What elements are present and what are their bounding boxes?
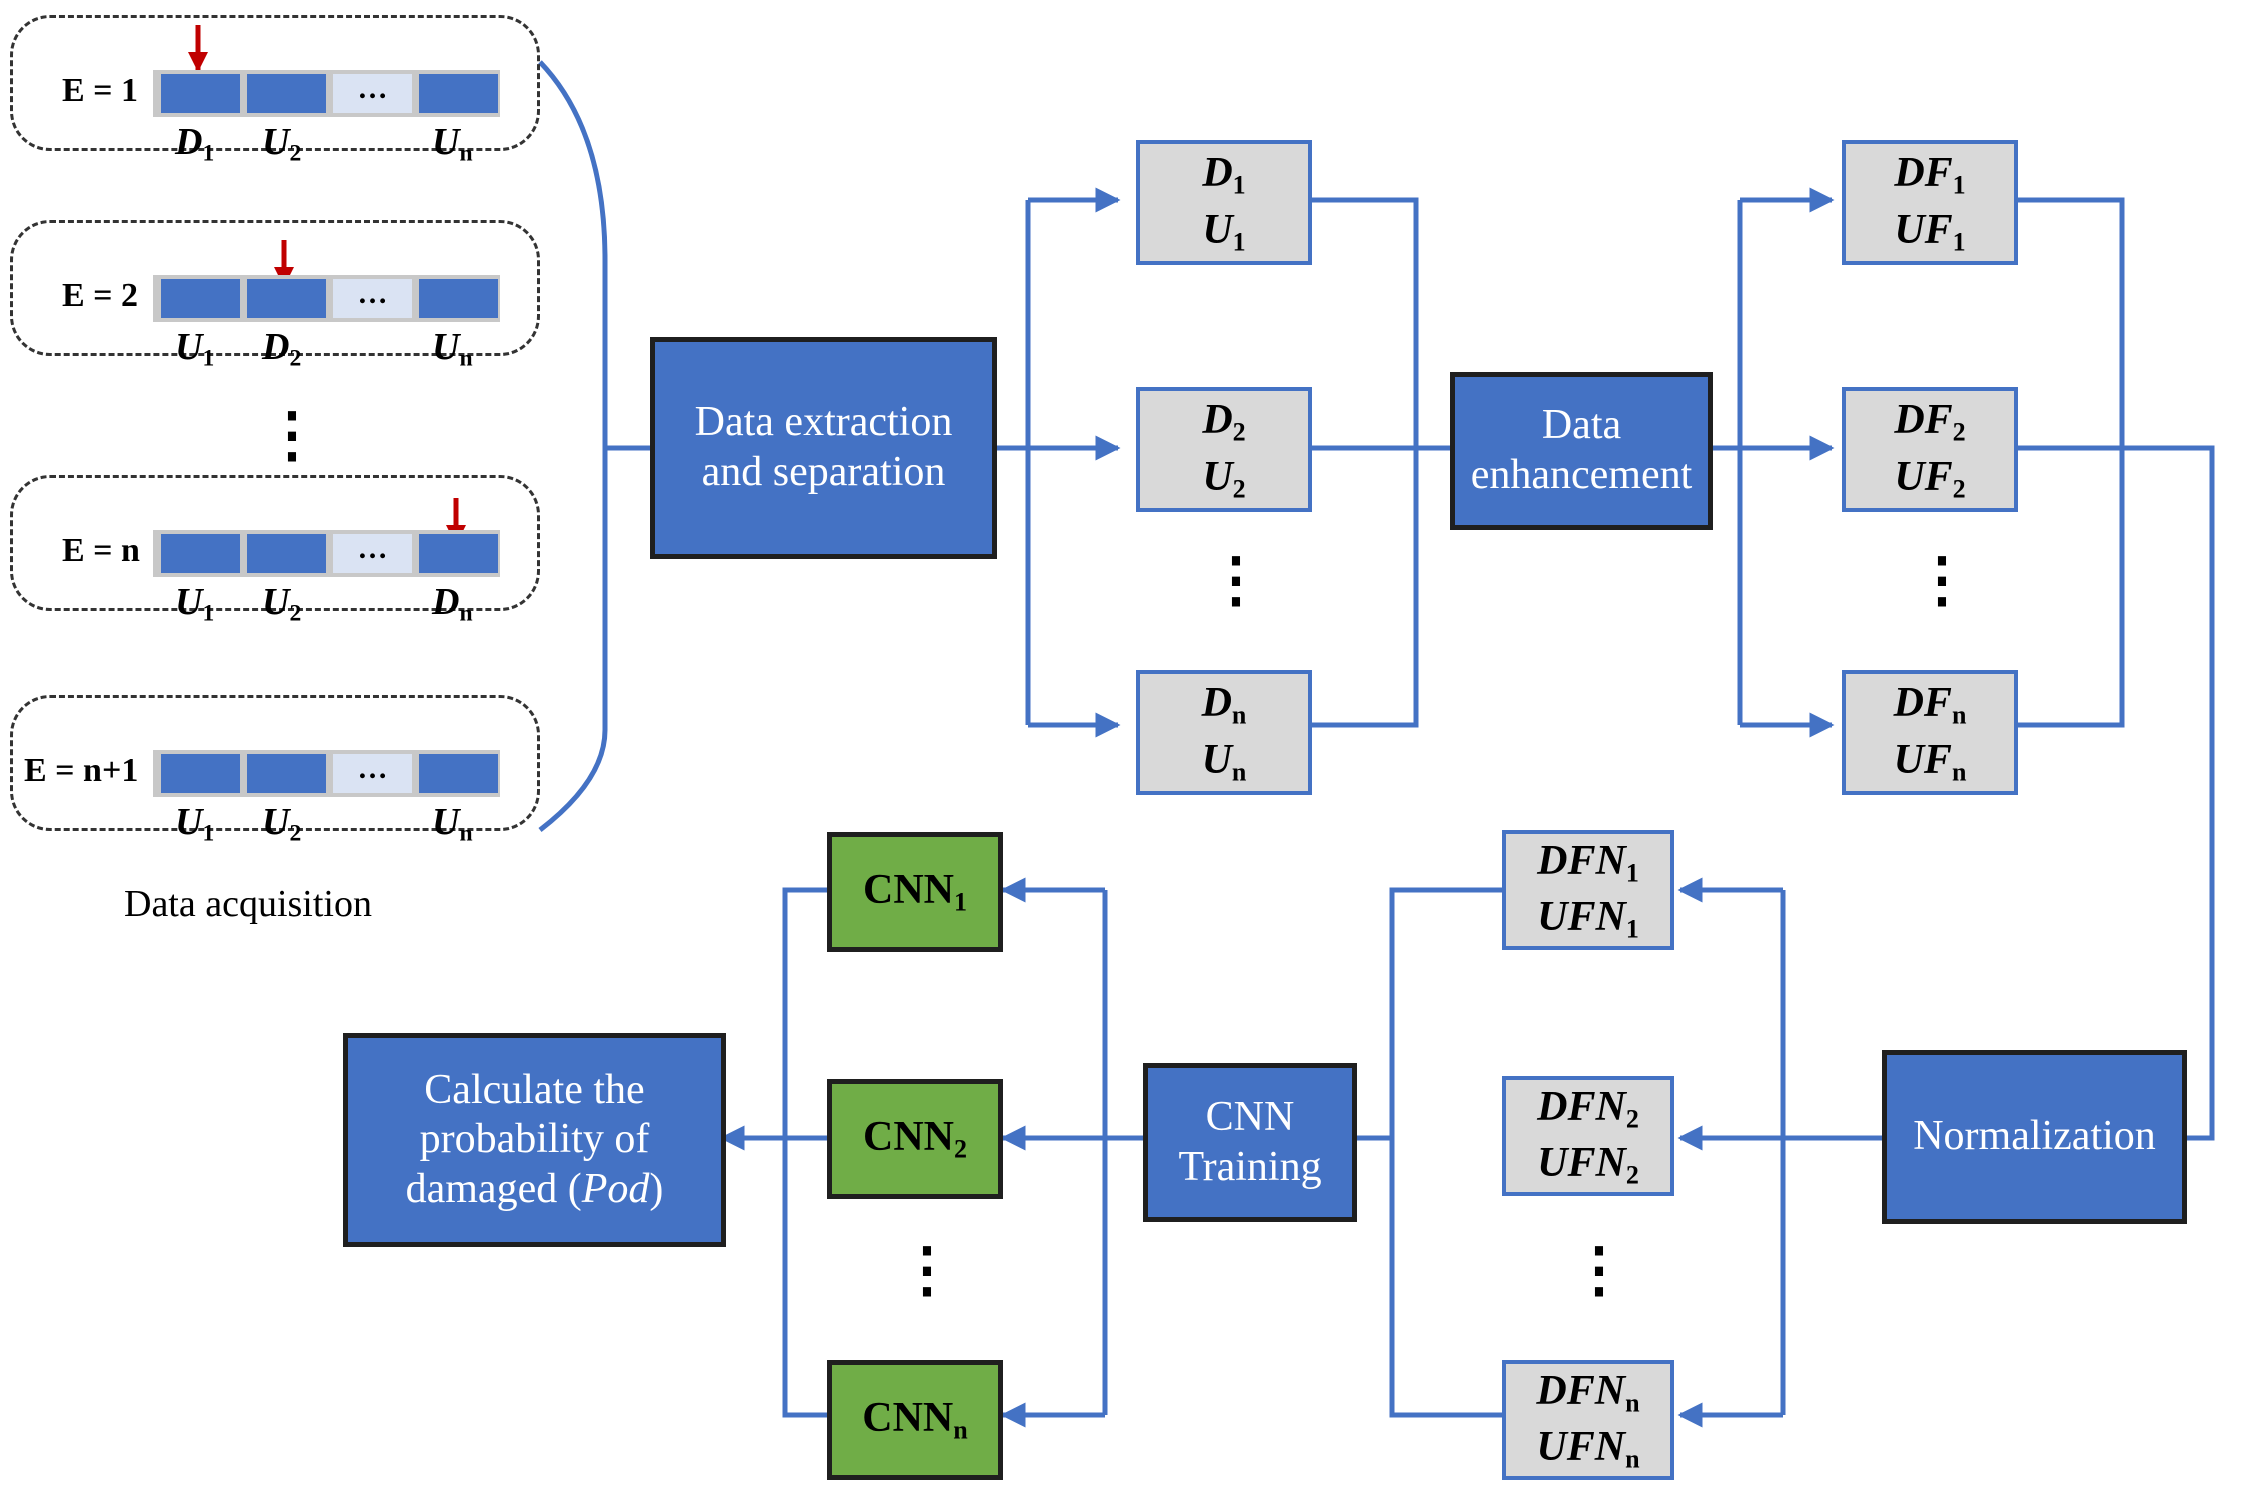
undamaged-signal-label: UF2 — [1894, 453, 1966, 503]
cnn-box-3: CNNn — [827, 1360, 1003, 1480]
damaged-signal-label: Dn — [1201, 680, 1247, 730]
cnn-box-1: CNN1 — [827, 832, 1003, 952]
acquisition-row-frame — [10, 475, 540, 611]
undamaged-signal-label: UFNn — [1536, 1424, 1640, 1474]
channel-label: D1 — [175, 121, 215, 167]
vertical-ellipsis: ⋮ — [1206, 547, 1266, 613]
channel-label: Un — [432, 121, 473, 167]
data-acquisition-caption: Data acquisition — [124, 883, 372, 925]
signal-cell — [161, 74, 240, 113]
signal-cell — [161, 754, 240, 793]
acquisition-brace — [538, 60, 608, 832]
undamaged-signal-label: U2 — [1202, 453, 1246, 503]
signal-cell — [419, 279, 498, 318]
cnn-label: CNNn — [862, 1394, 968, 1445]
cnn-label: CNN2 — [862, 1113, 967, 1164]
channel-label: D2 — [262, 326, 302, 372]
damaged-signal-label: DFNn — [1536, 1367, 1640, 1418]
vertical-ellipsis: ⋮ — [897, 1237, 957, 1303]
acquisition-row-label: E = 2 — [62, 277, 139, 314]
acquisition-row-frame — [10, 220, 540, 356]
acquisition-row-label: E = n+1 — [24, 752, 139, 789]
cnn-training-label: CNN Training — [1178, 1093, 1322, 1190]
probability-output-label: Calculate the probability of damaged (Po… — [405, 1066, 664, 1212]
damaged-signal-label: D1 — [1202, 150, 1246, 200]
undamaged-signal-label: UF1 — [1894, 206, 1966, 256]
signal-ellipsis-cell: … — [333, 534, 412, 573]
undamaged-signal-label: UFn — [1893, 736, 1967, 786]
cnn-box-2: CNN2 — [827, 1079, 1003, 1199]
vertical-ellipsis: ⋮ — [1569, 1237, 1629, 1303]
channel-label: U1 — [175, 801, 215, 847]
vertical-ellipsis: ⋮ — [1912, 547, 1972, 613]
undamaged-signal-label: Un — [1201, 736, 1247, 786]
signal-bar: … — [153, 750, 500, 797]
signal-ellipsis-cell: … — [333, 754, 412, 793]
cnn-label: CNN1 — [862, 866, 967, 917]
probability-output-box: Calculate the probability of damaged (Po… — [343, 1033, 726, 1247]
signal-cell — [161, 534, 240, 573]
signal-ellipsis-cell: … — [333, 279, 412, 318]
damaged-signal-label: DF2 — [1894, 397, 1966, 447]
acquisition-row-frame — [10, 15, 540, 151]
signal-cell — [161, 279, 240, 318]
damaged-signal-label: DFN1 — [1537, 837, 1639, 888]
channel-label: U1 — [175, 581, 215, 627]
undamaged-signal-label: UFN1 — [1537, 894, 1639, 944]
damaged-signal-label: DFn — [1893, 680, 1967, 730]
signal-cell — [419, 74, 498, 113]
damaged-signal-label: DFN2 — [1537, 1083, 1639, 1134]
channel-label: U2 — [262, 581, 302, 627]
damaged-signal-label: D2 — [1202, 397, 1246, 447]
vertical-ellipsis: ⋮ — [262, 402, 322, 468]
channel-label: Un — [432, 326, 473, 372]
data-enhancement-label: Data enhancement — [1470, 402, 1693, 498]
normalization-label: Normalization — [1913, 1113, 2156, 1160]
acquisition-row-label: E = n — [62, 532, 140, 569]
channel-label: U2 — [262, 801, 302, 847]
channel-label: Un — [432, 801, 473, 847]
acquisition-row-label: E = 1 — [62, 72, 139, 109]
normalization-box: Normalization — [1882, 1050, 2187, 1224]
channel-label: U2 — [262, 121, 302, 167]
signal-cell — [247, 279, 326, 318]
channel-label: Dn — [432, 581, 473, 627]
damaged-signal-label: DF1 — [1894, 150, 1966, 200]
signal-bar: … — [153, 275, 500, 322]
signal-bar: … — [153, 70, 500, 117]
signal-cell — [247, 534, 326, 573]
data-extraction-box: Data extraction and separation — [650, 337, 997, 559]
data-extraction-label: Data extraction and separation — [694, 399, 953, 495]
channel-label: U1 — [175, 326, 215, 372]
signal-cell — [247, 74, 326, 113]
data-enhancement-box: Data enhancement — [1450, 372, 1713, 530]
undamaged-signal-label: U1 — [1202, 206, 1246, 256]
signal-bar: … — [153, 530, 500, 577]
undamaged-signal-label: UFN2 — [1537, 1140, 1639, 1190]
signal-cell — [247, 754, 326, 793]
acquisition-row-frame — [10, 695, 540, 831]
cnn-training-box: CNN Training — [1143, 1063, 1357, 1222]
signal-cell — [419, 534, 498, 573]
signal-cell — [419, 754, 498, 793]
signal-ellipsis-cell: … — [333, 74, 412, 113]
